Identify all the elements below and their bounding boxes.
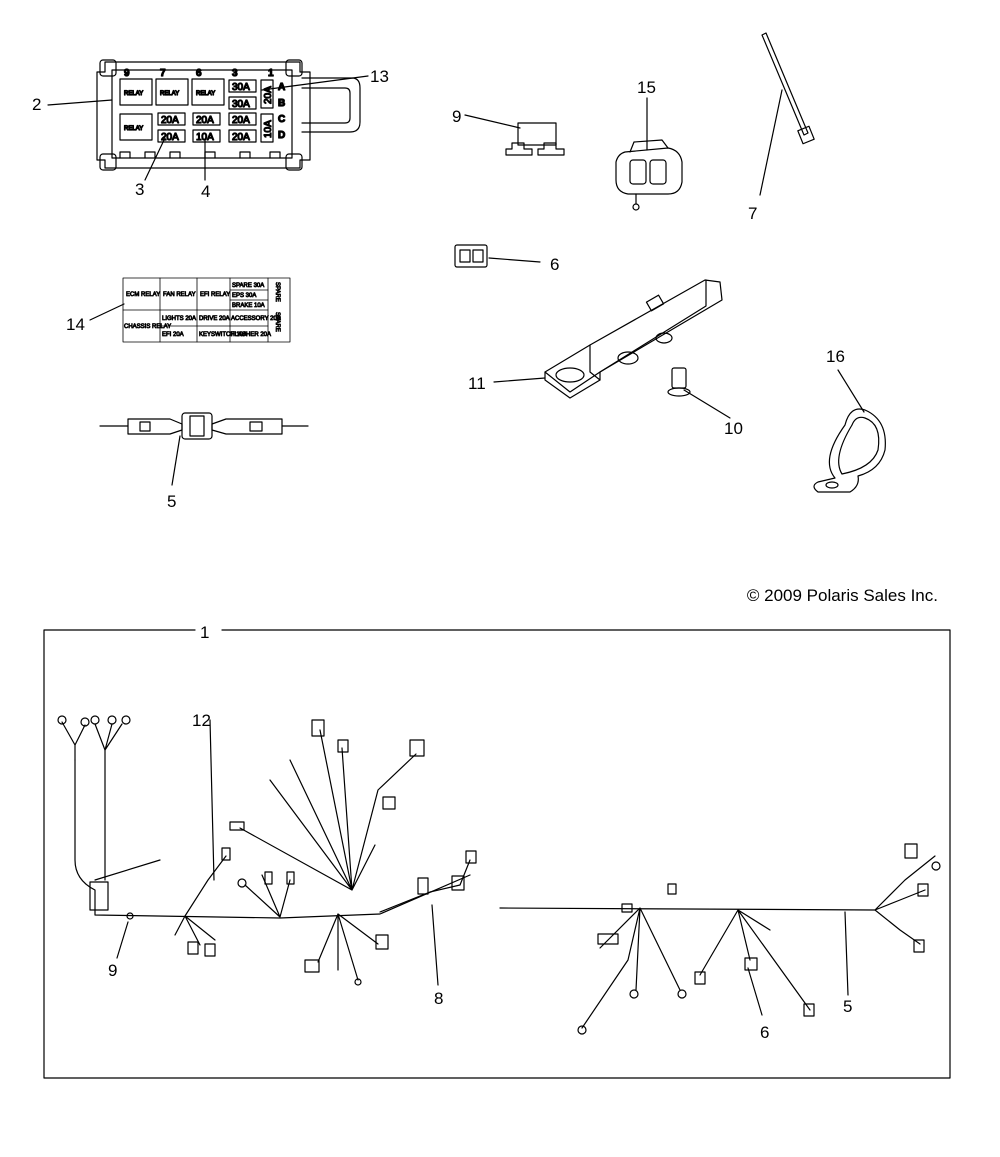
cable-clamp [813,408,886,493]
callout-5: 5 [843,997,852,1016]
main-harness-left [57,715,477,986]
push-rivet [667,367,691,397]
decal-cell: ECM RELAY [126,292,160,298]
relay-label: RELAY [124,91,143,97]
callout-12: 12 [192,711,211,730]
callout-3: 3 [135,180,144,199]
callout-7: 7 [748,204,757,223]
mounting-bracket [544,279,723,399]
leader-line-10 [683,389,731,419]
decal-cell: LIGHTS 20A [162,316,196,322]
decal-cell: ACCESSORY 20A [231,316,281,322]
relay-label: RELAY [196,91,215,97]
leader-line-12 [209,719,215,881]
decal-cell: CHASSIS RELAY [124,324,171,330]
callout-16: 16 [826,347,845,366]
callout-14: 14 [66,315,85,334]
callout-11: 11 [468,374,486,393]
circuit-breaker [505,122,565,156]
fuse-label: 20A [161,115,179,126]
relay-label: RELAY [160,91,179,97]
connector-15 [615,139,683,211]
slot-number: 1 [268,68,274,79]
callout-13: 13 [370,67,389,86]
fuse-label: 20A [232,132,250,143]
leader-line-14 [89,303,125,321]
fuse-label: 30A [232,99,250,110]
leader-line-5-bottom [844,911,849,996]
fuse-label: 10A [263,120,274,138]
fuse-label: 20A [161,132,179,143]
leader-line-8 [431,904,439,986]
leader-line-6-top [488,257,541,263]
row-letter: D [278,130,285,141]
leader-line-13 [261,75,369,91]
slot-number: 6 [196,68,202,79]
fuse-label: 30A [232,82,250,93]
leader-line-6-bottom [747,967,763,1016]
terminal-connector [454,244,488,268]
fuse-label: 20A [196,115,214,126]
fuse-label: 10A [196,132,214,143]
leader-line-11 [493,377,546,383]
fuse-box: RELAY RELAY RELAY RELAY 30A 30A 20A 20A … [96,59,361,171]
callout-1: 1 [200,623,209,642]
slot-number: 3 [232,68,238,79]
decal-cell: FLASHER 20A [231,332,271,338]
leader-line-5 [171,435,181,486]
slot-number: 9 [124,68,130,79]
callout-4: 4 [201,182,210,201]
callout-9: 9 [452,107,461,126]
row-letter: C [278,114,285,125]
decal-cell: SPARE [274,282,280,302]
decal-cell: DRIVE 20A [199,316,230,322]
copyright-text: © 2009 Polaris Sales Inc. [746,586,938,605]
callout-6: 6 [550,255,559,274]
harness-frame [43,629,951,1079]
leader-line-7 [759,89,783,196]
decal-cell: SPARE [274,312,280,332]
callout-9: 9 [108,961,117,980]
decal-cell: KEYSWITCH 10A [199,332,247,338]
callout-5: 5 [167,492,176,511]
leader-line-9-bottom [116,921,129,959]
decal-cell: SPARE 30A [232,283,264,289]
decal-cell: BRAKE 10A [232,303,265,309]
callout-10: 10 [724,419,743,438]
fuse-decal: ECM RELAY FAN RELAY EFI RELAY SPARE 30A … [122,277,291,343]
decal-cell: FAN RELAY [163,292,196,298]
inline-fuse-holder [99,412,309,440]
decal-cell: EFI RELAY [200,292,230,298]
callout-8: 8 [434,989,443,1008]
row-letter: B [278,98,285,109]
decal-cell: EPS 30A [232,293,256,299]
callout-2: 2 [32,95,41,114]
fuse-label: 20A [232,115,250,126]
main-harness-right [499,843,941,1035]
cable-tie [761,32,815,145]
callout-15: 15 [637,78,656,97]
leader-line-16 [837,369,865,413]
leader-line-9-top [464,114,521,129]
relay-label: RELAY [124,126,143,132]
slot-number: 7 [160,68,166,79]
decal-cell: EFI 20A [162,332,184,338]
leader-line-3 [144,137,166,181]
leader-line-2 [47,99,113,106]
callout-6: 6 [760,1023,769,1042]
